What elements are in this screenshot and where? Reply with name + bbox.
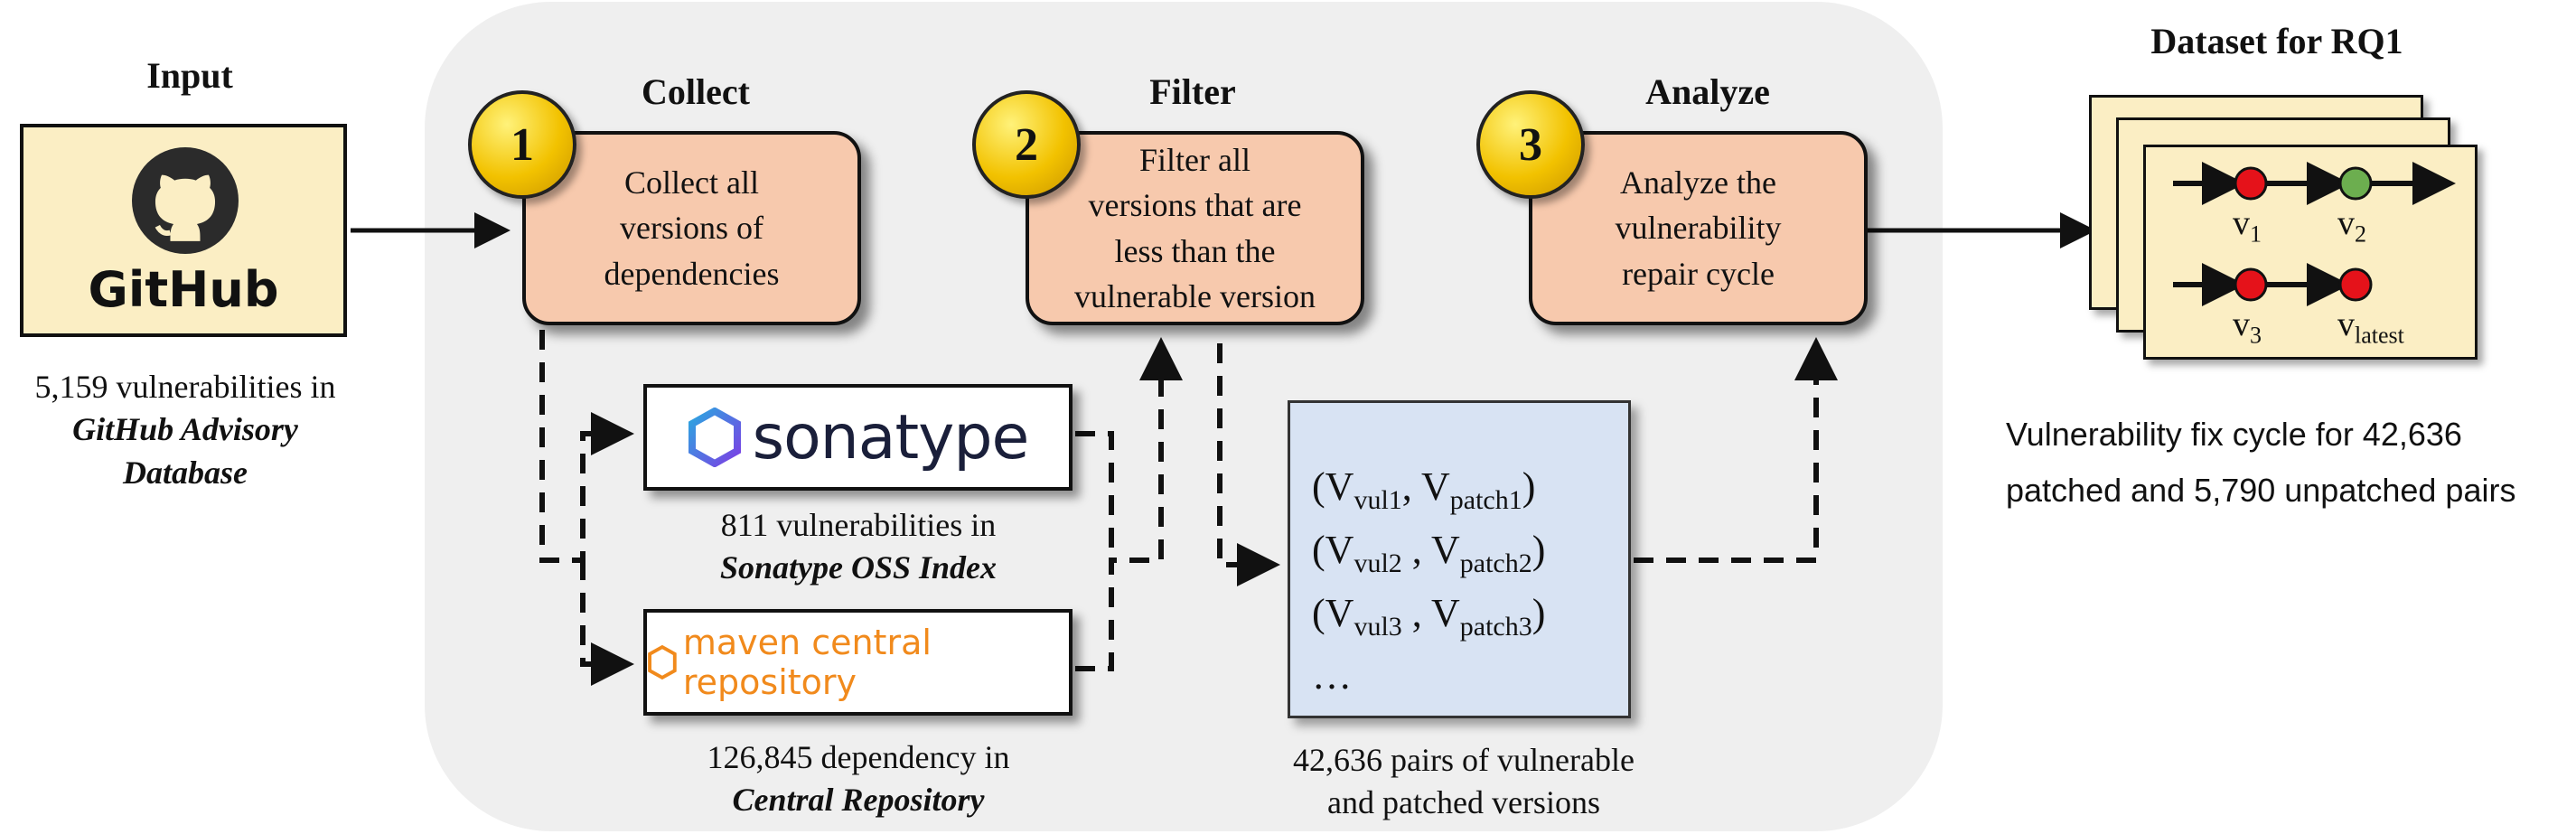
step2-title: Filter — [1149, 71, 1236, 112]
sonatype-logo-box: sonatype — [643, 384, 1073, 491]
node-label-v2-sub: 2 — [2355, 220, 2366, 248]
step1-badge: 1 — [468, 90, 576, 199]
pair1-patch: patch1 — [1449, 484, 1522, 515]
fix-cycle-graphic — [2173, 162, 2456, 306]
dataset-card-front: v1 v2 v3 vlatest — [2143, 145, 2478, 360]
step1-text: Collect all versions of dependencies — [604, 164, 780, 292]
step1-title: Collect — [642, 71, 750, 112]
sonatype-logo-text: sonatype — [752, 401, 1030, 473]
input-caption-1: 5,159 vulnerabilities in — [34, 369, 336, 405]
input-caption-2: GitHub Advisory — [72, 411, 298, 447]
input-title: Input — [146, 55, 233, 96]
pairs-caption-1: 42,636 pairs of vulnerable — [1293, 742, 1635, 778]
maven-logo-text: maven central repository — [682, 623, 932, 702]
pair2-vul: vul2 — [1354, 548, 1402, 578]
arrow-filter-to-pairs — [1217, 343, 1280, 586]
node-v1 — [2234, 166, 2268, 201]
arrow-collect-to-maven — [580, 560, 634, 686]
input-caption-3: Database — [123, 454, 248, 491]
step2-text: Filter all versions that are less than t… — [1074, 141, 1316, 314]
node-label-v3: v3 — [2233, 305, 2262, 350]
node-label-vlatest-sub: latest — [2355, 322, 2404, 349]
node-v3 — [2234, 267, 2268, 302]
node-label-v3-base: v — [2233, 305, 2250, 343]
node-label-vlatest-base: v — [2337, 305, 2355, 343]
node-vlatest — [2338, 267, 2373, 302]
step1-number: 1 — [511, 118, 534, 171]
dataset-caption-1: Vulnerability fix cycle for 42,636 — [2006, 416, 2462, 453]
step3-title: Analyze — [1645, 71, 1770, 112]
maven-caption-1: 126,845 dependency in — [707, 739, 1010, 775]
step3-box: Analyze the vulnerability repair cycle — [1529, 131, 1868, 325]
pair-ellipsis: … — [1312, 653, 1352, 698]
maven-logo-box: maven central repository — [643, 609, 1073, 716]
maven-hexagon-icon — [648, 644, 677, 680]
input-box: GitHub — [20, 124, 347, 337]
pair-row-3: (Vvul3 , Vpatch3) — [1312, 590, 1546, 642]
dataset-caption-2: patched and 5,790 unpatched pairs — [2006, 472, 2516, 509]
github-logo-text: GitHub — [88, 261, 279, 318]
pair3-vul: vul3 — [1354, 611, 1402, 642]
step3-text: Analyze the vulnerability repair cycle — [1615, 164, 1782, 292]
node-label-v1-base: v — [2233, 204, 2250, 242]
version-pairs-box: (Vvul1, Vpatch1) (Vvul2 , Vpatch2) (Vvul… — [1288, 400, 1631, 718]
maven-caption-2: Central Repository — [732, 782, 985, 818]
pair-row-2: (Vvul2 , Vpatch2) — [1312, 527, 1546, 578]
step2-badge: 2 — [972, 90, 1081, 199]
step2-box: Filter all versions that are less than t… — [1026, 131, 1364, 325]
step3-badge: 3 — [1476, 90, 1585, 199]
arrow-maven-to-filter — [1075, 337, 1183, 671]
dataset-title: Dataset for RQ1 — [2150, 21, 2403, 61]
sonatype-caption-1: 811 vulnerabilities in — [720, 507, 997, 543]
arrow-collect-to-sonatype — [539, 330, 634, 563]
node-label-v2: v2 — [2337, 203, 2366, 248]
pair3-patch: patch3 — [1459, 611, 1532, 642]
step3-number: 3 — [1519, 118, 1542, 171]
pair-row-1: (Vvul1, Vpatch1) — [1312, 464, 1536, 515]
node-v2 — [2338, 166, 2373, 201]
node-label-v3-sub: 3 — [2250, 322, 2262, 349]
step1-box: Collect all versions of dependencies — [522, 131, 861, 325]
pair2-patch: patch2 — [1459, 548, 1532, 578]
node-label-v2-base: v — [2337, 204, 2355, 242]
github-icon — [132, 147, 239, 254]
pairs-caption-2: and patched versions — [1327, 784, 1600, 820]
arrow-sonatype-to-filter — [1075, 431, 1114, 560]
node-label-v1: v1 — [2233, 203, 2262, 248]
node-label-vlatest: vlatest — [2337, 305, 2404, 350]
sonatype-hexagon-icon — [688, 408, 741, 467]
node-label-v1-sub: 1 — [2250, 220, 2262, 248]
sonatype-caption-2: Sonatype OSS Index — [719, 549, 998, 586]
pair1-vul: vul1 — [1354, 484, 1402, 515]
step2-number: 2 — [1015, 118, 1038, 171]
arrow-pairs-to-analyze — [1634, 337, 1838, 563]
